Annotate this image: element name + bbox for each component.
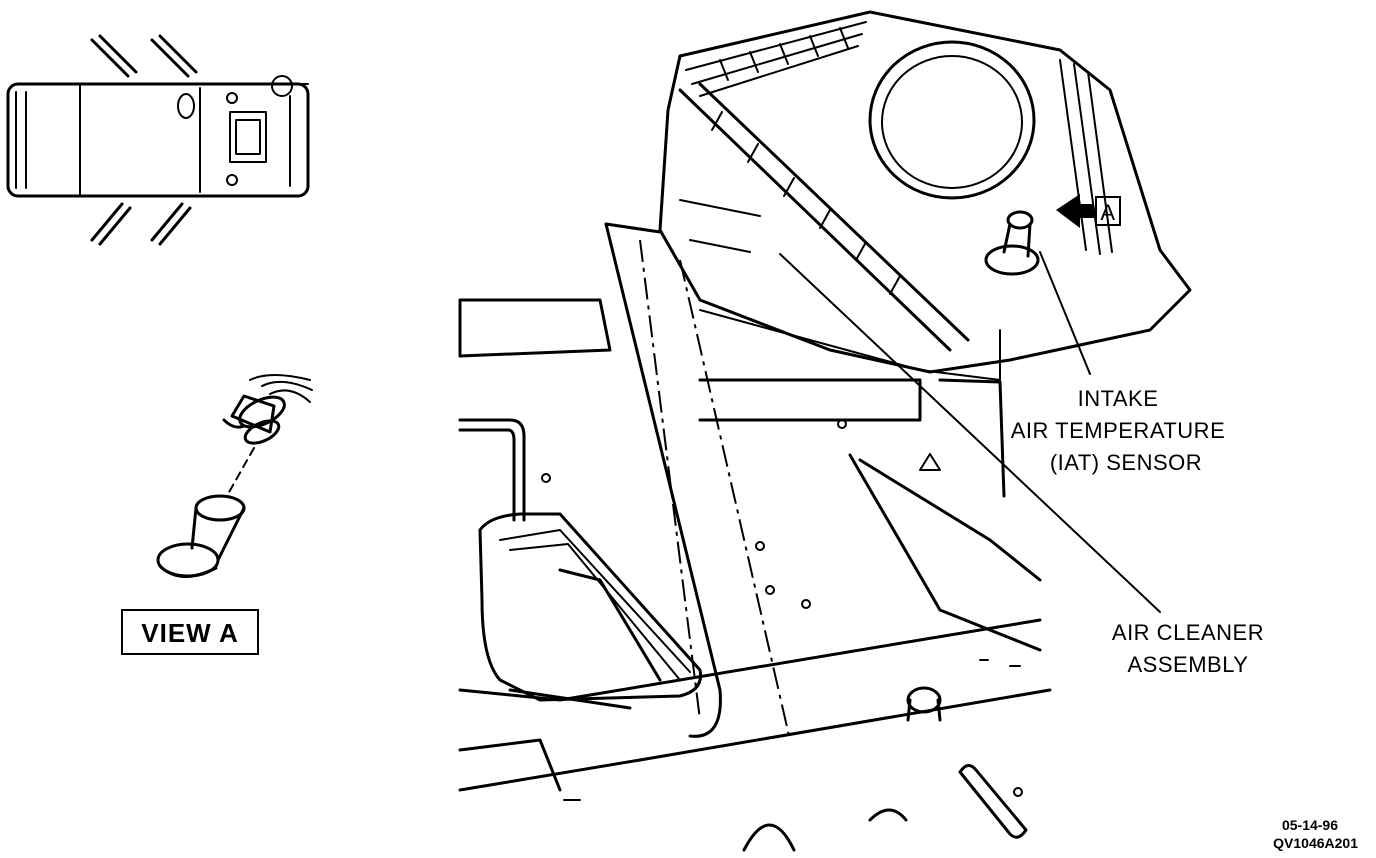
figure-id: QV1046A201 [1273,835,1358,851]
date-code: 05-14-96 [1282,817,1338,833]
iat-sensor-label-line-2: AIR TEMPERATURE [1011,418,1226,443]
iat-sensor-label-line-1: INTAKE [1078,386,1159,411]
iat-sensor-label-line-3: (IAT) SENSOR [1050,450,1202,475]
view-marker-label: A [1100,200,1115,225]
view-marker-box [1095,196,1121,226]
air-cleaner-label-line-1: AIR CLEANER [1112,620,1264,645]
vehicle-locator-icon [6,34,310,246]
view-a-label: VIEW A [141,618,238,648]
air-cleaner-label-line-2: ASSEMBLY [1128,652,1249,677]
view-a-label-box [121,609,259,655]
air-cleaner-leader-line [779,253,1161,613]
air-cleaner-assembly-drawing [658,10,1192,381]
iat-sensor-detail-icon [156,374,313,578]
engine-bay-structure-drawing [458,222,1052,852]
iat-sensor-leader-line [1039,251,1091,375]
